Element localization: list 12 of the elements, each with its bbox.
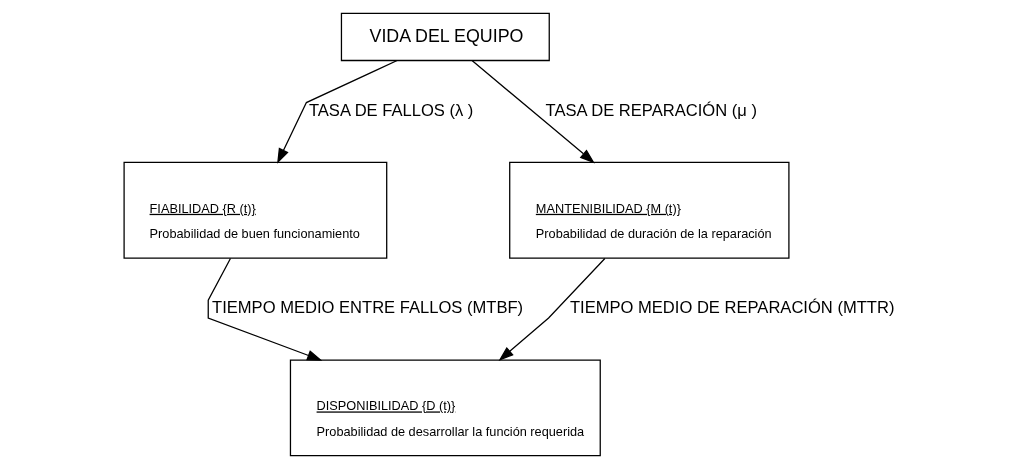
arrow (207, 257, 322, 361)
edge-label: TIEMPO MEDIO DE REPARACIÓN (MTTR) (569, 298, 894, 318)
edge-label: TIEMPO MEDIO ENTRE FALLOS (MTBF) (211, 298, 523, 318)
node-box: DISPONIBILIDAD {D (t)} Probabilidad de desarrollar la función requerida (289, 359, 601, 457)
edge-label: TASA DE FALLOS (λ ) (308, 100, 473, 120)
node-box: FIABILIDAD {R (t)} Probabilidad de buen funcionamiento (122, 161, 387, 259)
arrow (276, 59, 398, 164)
arrow (470, 59, 595, 164)
node-box: VIDA DEL EQUIPO (340, 12, 550, 62)
node-box: MANTENIBILIDAD {M (t)} Probabilidad de duración de la reparación (508, 161, 790, 259)
edge-label: TASA DE REPARACIÓN (μ ) (545, 100, 757, 120)
arrow (498, 257, 605, 361)
